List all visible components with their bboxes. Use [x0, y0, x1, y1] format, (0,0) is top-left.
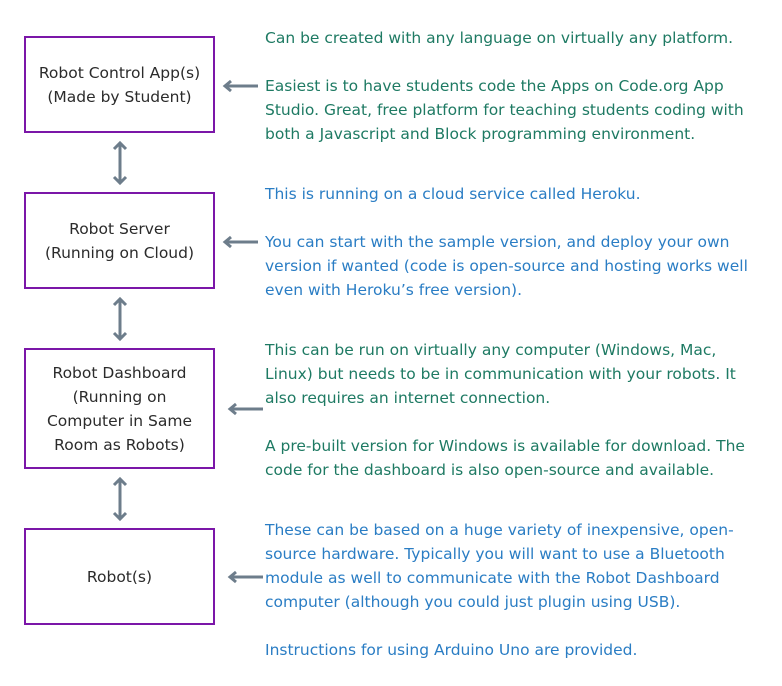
note-line: Easiest is to have students code the App… — [265, 77, 724, 95]
note-dashboard: This can be run on virtually any compute… — [265, 338, 765, 482]
note-line: Linux) but needs to be in communication … — [265, 365, 736, 383]
double-arrow-app-server — [112, 140, 128, 186]
robot-dashboard-label: Robot Dashboard (Running on Computer in … — [46, 363, 192, 454]
pointer-arrow-app — [222, 79, 258, 93]
note-line: These can be based on a huge variety of … — [265, 521, 734, 539]
robot-server-box: Robot Server (Running on Cloud) — [24, 192, 215, 289]
note-line: This is running on a cloud service calle… — [265, 185, 641, 203]
note-line: You can start with the sample version, a… — [265, 233, 730, 251]
note-line: Instructions for using Arduino Uno are p… — [265, 641, 638, 659]
note-line: Studio. Great, free platform for teachin… — [265, 101, 744, 119]
note-line: version if wanted (code is open-source a… — [265, 257, 748, 275]
note-line: computer (although you could just plugin… — [265, 593, 681, 611]
note-line: Can be created with any language on virt… — [265, 29, 734, 47]
pointer-arrow-server — [222, 235, 258, 249]
note-server: This is running on a cloud service calle… — [265, 182, 765, 302]
note-robots: These can be based on a huge variety of … — [265, 518, 765, 662]
note-line: module as well to communicate with the R… — [265, 569, 720, 587]
pointer-arrow-robots — [227, 570, 263, 584]
robot-dashboard-box: Robot Dashboard (Running on Computer in … — [24, 348, 215, 469]
note-line: both a Javascript and Block programming … — [265, 125, 696, 143]
note-control-app: Can be created with any language on virt… — [265, 26, 765, 146]
double-arrow-server-dashboard — [112, 296, 128, 342]
robots-box: Robot(s) — [24, 528, 215, 625]
robot-control-app-label: Robot Control App(s) (Made by Student) — [38, 63, 201, 106]
robot-server-label: Robot Server (Running on Cloud) — [44, 219, 195, 262]
note-line: A pre-built version for Windows is avail… — [265, 437, 745, 455]
robots-label: Robot(s) — [86, 567, 153, 586]
double-arrow-dashboard-robots — [112, 476, 128, 522]
note-line: even with Heroku’s free version). — [265, 281, 522, 299]
note-line: source hardware. Typically you will want… — [265, 545, 725, 563]
note-line: also requires an internet connection. — [265, 389, 551, 407]
note-line: code for the dashboard is also open-sour… — [265, 461, 715, 479]
pointer-arrow-dashboard — [227, 402, 263, 416]
robot-control-app-box: Robot Control App(s) (Made by Student) — [24, 36, 215, 133]
note-line: This can be run on virtually any compute… — [265, 341, 717, 359]
